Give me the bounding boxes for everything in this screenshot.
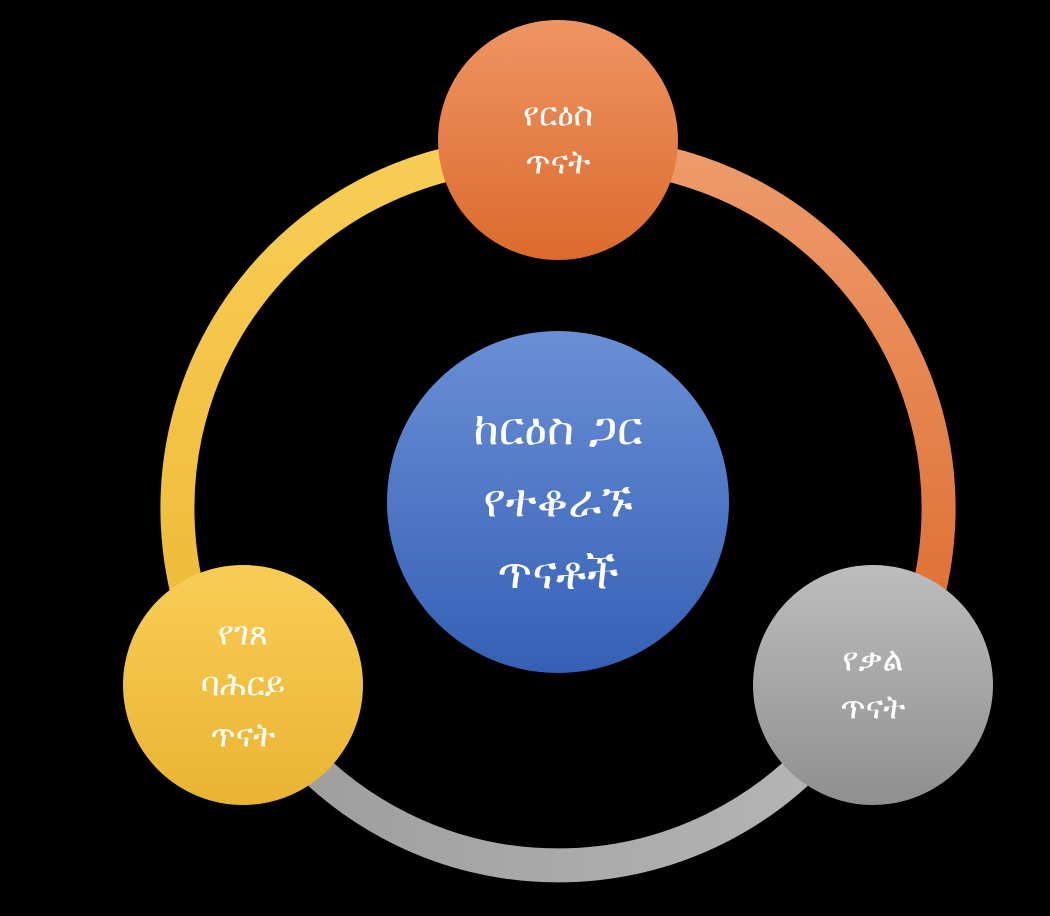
node-character-study-line-3: ጥናት [211, 716, 276, 755]
center-line-2: የተቆራኙ [483, 474, 633, 528]
ring-arc-right-to-left [272, 727, 844, 883]
node-topic-study-line-1: የርዕስ [523, 95, 593, 134]
node-word-study-line-2: ጥናት [841, 688, 906, 727]
center-line-1: ከርዕስ ጋር [473, 402, 642, 456]
node-topic-study-line-2: ጥናት [526, 143, 591, 182]
node-topic-study-circle [438, 20, 678, 260]
node-word-study-circle [753, 565, 993, 805]
node-word-study: የቃል ጥናት [753, 565, 993, 805]
node-character-study: የገጸ ባሕርይ ጥናት [123, 565, 363, 805]
node-character-study-circle [123, 565, 363, 805]
center-node-circle [387, 331, 729, 673]
node-character-study-line-1: የገጸ [218, 614, 269, 653]
center-node: ከርዕስ ጋር የተቆራኙ ጥናቶች [387, 331, 729, 673]
node-topic-study: የርዕስ ጥናት [438, 20, 678, 260]
node-character-study-line-2: ባሕርይ [201, 665, 285, 704]
center-line-3: ጥናቶች [497, 546, 618, 600]
node-word-study-line-1: የቃል [842, 640, 903, 679]
